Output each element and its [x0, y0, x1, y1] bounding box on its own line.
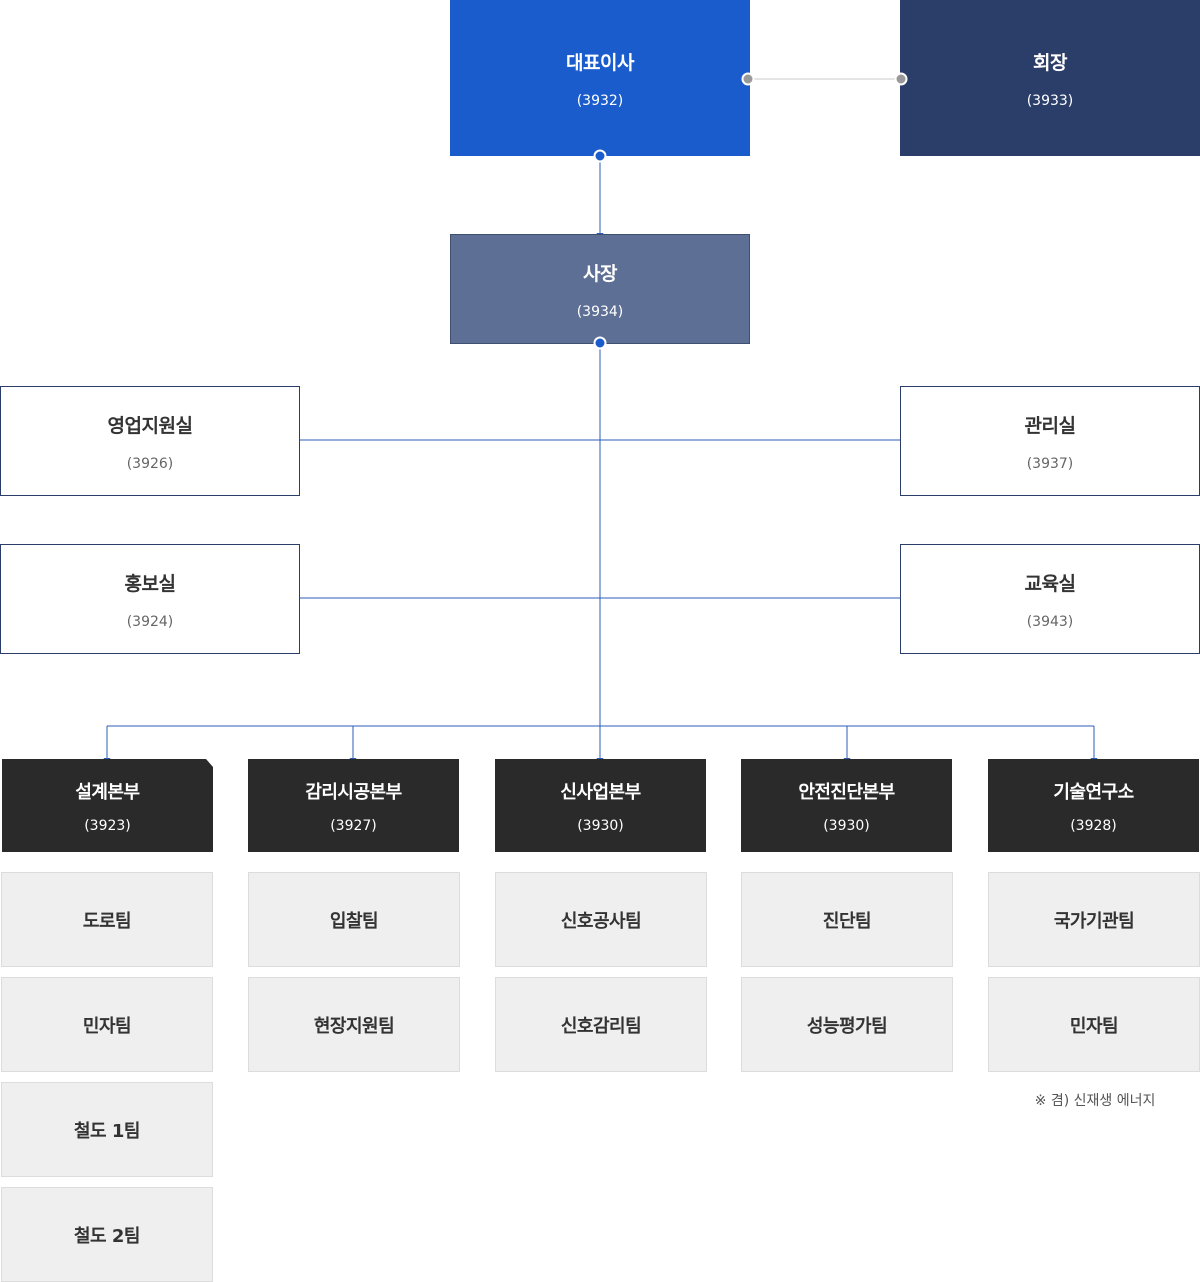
division-title: 기술연구소: [1053, 781, 1134, 803]
president-title: 사장: [583, 262, 617, 285]
division-research: 기술연구소 (3928): [988, 759, 1199, 852]
team-box: 민자팀: [988, 977, 1200, 1072]
office-education: 교육실 (3943): [900, 544, 1200, 654]
team-title: 민자팀: [82, 1015, 132, 1037]
office-ext: (3926): [126, 455, 174, 472]
division-title: 안전진단본부: [798, 781, 895, 803]
division-ext: (3923): [84, 817, 131, 834]
team-title: 국가기관팀: [1053, 910, 1135, 932]
division-title: 설계본부: [75, 781, 140, 803]
team-box: 철도 2팀: [1, 1187, 213, 1282]
division-title: 감리시공본부: [305, 781, 402, 803]
division-ext: (3927): [330, 817, 377, 834]
office-title: 교육실: [1024, 572, 1076, 595]
division-ext: (3928): [1070, 817, 1117, 834]
president-ext: (3934): [576, 303, 624, 320]
team-title: 도로팀: [82, 910, 132, 932]
team-title: 민자팀: [1069, 1015, 1119, 1037]
office-sales-support: 영업지원실 (3926): [0, 386, 300, 496]
team-box: 진단팀: [741, 872, 953, 967]
office-title: 영업지원실: [107, 414, 193, 437]
footnote: ※ 겸) 신재생 에너지: [1034, 1093, 1156, 1109]
division-safety: 안전진단본부 (3930): [741, 759, 952, 852]
team-box: 입찰팀: [248, 872, 460, 967]
division-ext: (3930): [823, 817, 870, 834]
ceo-title: 대표이사: [566, 51, 634, 74]
office-ext: (3937): [1026, 455, 1074, 472]
team-box: 국가기관팀: [988, 872, 1200, 967]
team-box: 민자팀: [1, 977, 213, 1072]
office-pr: 홍보실 (3924): [0, 544, 300, 654]
team-title: 진단팀: [822, 910, 872, 932]
office-title: 홍보실: [124, 572, 176, 595]
team-box: 신호공사팀: [495, 872, 707, 967]
office-title: 관리실: [1024, 414, 1076, 437]
division-new-business: 신사업본부 (3930): [495, 759, 706, 852]
division-title: 신사업본부: [560, 781, 641, 803]
team-title: 철도 2팀: [74, 1225, 140, 1247]
team-title: 성능평가팀: [806, 1015, 888, 1037]
chairman-ext: (3933): [1026, 92, 1074, 109]
team-title: 철도 1팀: [74, 1120, 140, 1142]
team-title: 입찰팀: [329, 910, 379, 932]
division-ext: (3930): [577, 817, 624, 834]
office-ext: (3943): [1026, 613, 1074, 630]
president-box: 사장 (3934): [450, 234, 750, 344]
team-title: 신호공사팀: [560, 910, 642, 932]
office-management: 관리실 (3937): [900, 386, 1200, 496]
division-supervision: 감리시공본부 (3927): [248, 759, 459, 852]
chairman-title: 회장: [1033, 51, 1067, 74]
team-title: 현장지원팀: [313, 1015, 395, 1037]
ceo-box: 대표이사 (3932): [450, 0, 750, 156]
chairman-box: 회장 (3933): [900, 0, 1200, 156]
office-ext: (3924): [126, 613, 174, 630]
team-box: 철도 1팀: [1, 1082, 213, 1177]
team-title: 신호감리팀: [560, 1015, 642, 1037]
team-box: 성능평가팀: [741, 977, 953, 1072]
division-design: 설계본부 (3923): [2, 759, 213, 852]
team-box: 신호감리팀: [495, 977, 707, 1072]
team-box: 현장지원팀: [248, 977, 460, 1072]
team-box: 도로팀: [1, 872, 213, 967]
ceo-ext: (3932): [576, 92, 624, 109]
